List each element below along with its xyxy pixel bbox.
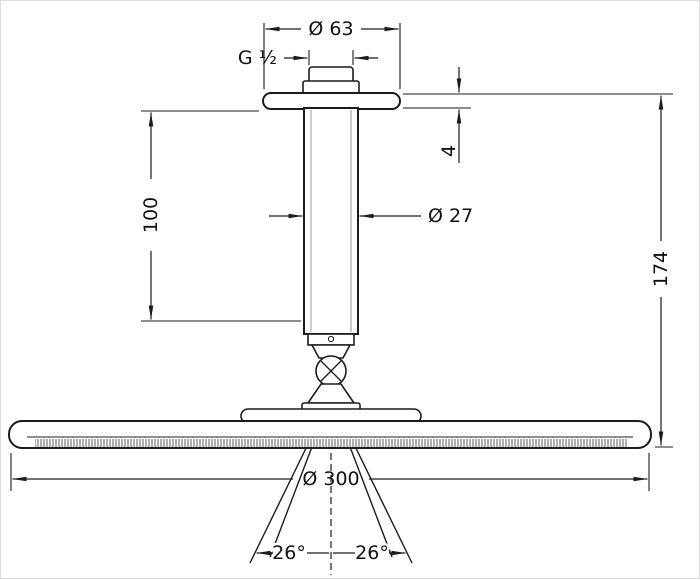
shower-arm-pipe [303, 107, 359, 335]
dim-overall-height: 174 [403, 93, 673, 448]
dim-pipe-length: 100 [140, 110, 301, 322]
dim-flange-diameter: Ø 63 [263, 18, 401, 89]
ceiling-flange [262, 92, 401, 110]
thread-size-label: G ½ [238, 47, 277, 69]
flange-diameter-label: Ø 63 [308, 18, 353, 40]
dim-thread: G ½ [238, 47, 378, 69]
shower-assembly [8, 66, 652, 449]
joint-lower-cone [306, 383, 356, 404]
ball-cross-line-2 [320, 360, 342, 382]
pipe-collar [307, 333, 355, 346]
pipe-diameter-label: Ø 27 [428, 205, 473, 227]
pipe-length-label: 100 [140, 197, 162, 233]
spray-angle-left-label: 26° [272, 542, 306, 564]
spray-angle-right-label: 26° [355, 542, 389, 564]
dim-head-diameter: Ø 300 [10, 453, 650, 491]
dim-flange-height: 4 [403, 67, 471, 163]
set-screw [327, 335, 335, 343]
flange-height-label: 4 [438, 145, 460, 157]
dim-spray-angles: 26° 26° [256, 453, 406, 575]
nozzle-field [35, 439, 627, 447]
overall-height-label: 174 [650, 251, 672, 287]
joint-upper-cone [310, 344, 352, 359]
dim-pipe-diameter: Ø 27 [269, 205, 473, 227]
